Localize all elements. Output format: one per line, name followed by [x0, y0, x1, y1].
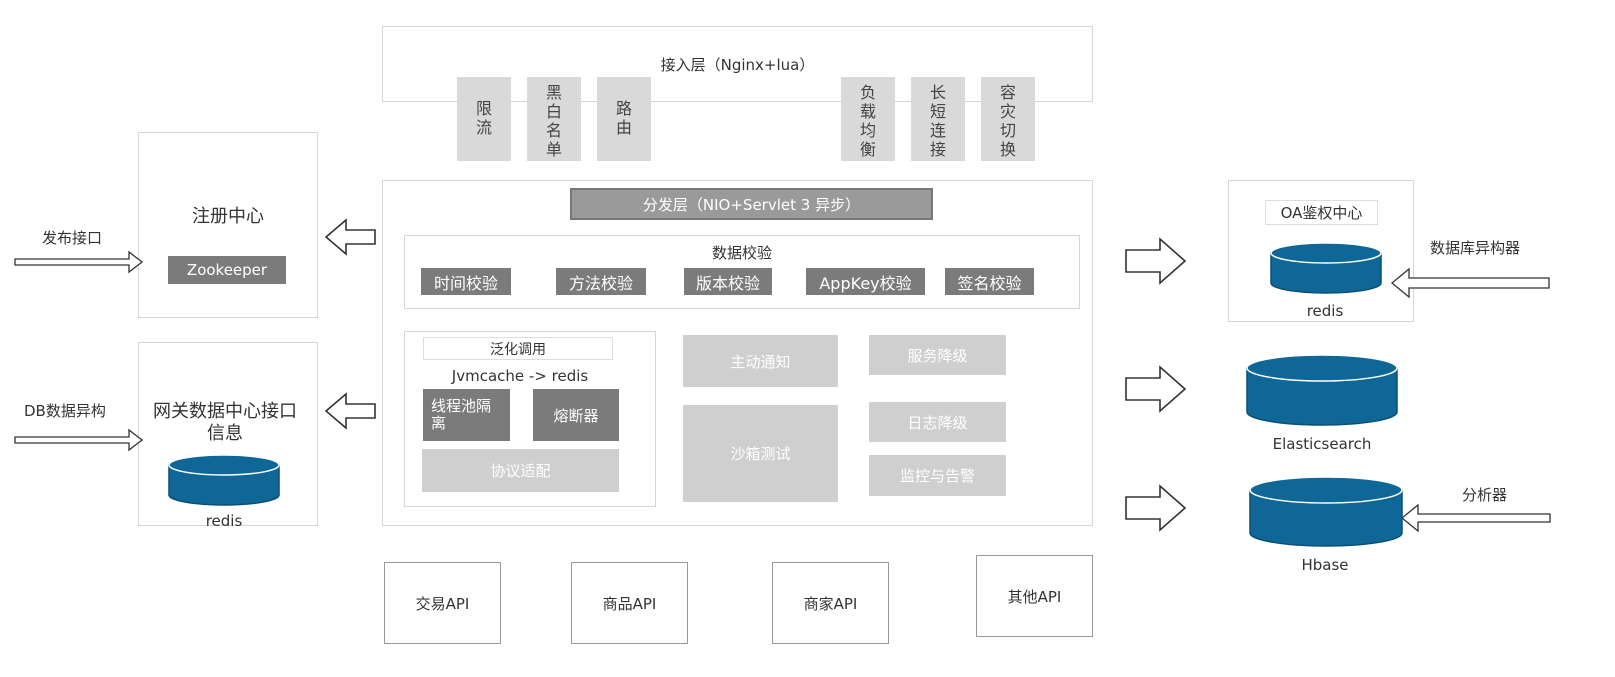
db-heterogeneous-label: DB数据异构 — [24, 402, 106, 420]
feature-label: 黑白名单 — [545, 83, 562, 159]
feature-label: 容灾切换 — [999, 83, 1016, 159]
analyzer-to-hbase-arrow — [1400, 503, 1551, 533]
thread-pool-isolation: 线程池隔离 — [423, 389, 510, 441]
feature-long-short-connection: 长短连接 — [911, 77, 965, 161]
generic-call-title: 泛化调用 — [423, 337, 613, 360]
merchant-api: 商家API — [772, 562, 889, 644]
gateway-redis-label: redis — [205, 512, 243, 530]
oa-redis-label: redis — [1306, 302, 1344, 320]
version-validation: 版本校验 — [684, 268, 772, 295]
dispatch-to-es-arrow — [1125, 365, 1187, 413]
jvmcache-label: Jvmcache -> redis — [451, 367, 589, 385]
hbase-cylinder — [1249, 476, 1403, 547]
other-api: 其他API — [976, 555, 1093, 637]
appkey-validation: AppKey校验 — [806, 268, 925, 295]
zookeeper-badge: Zookeeper — [168, 256, 286, 284]
data-validation-title: 数据校验 — [711, 244, 772, 262]
registry-title: 注册中心 — [192, 206, 264, 227]
trade-api: 交易API — [384, 562, 501, 644]
protocol-adapter: 协议适配 — [422, 449, 619, 492]
elasticsearch-cylinder — [1246, 354, 1398, 426]
dispatch-to-oa-arrow — [1125, 237, 1187, 285]
feature-rate-limit: 限流 — [457, 77, 511, 161]
monitor-alert: 监控与告警 — [869, 455, 1006, 496]
feature-label: 路由 — [615, 99, 632, 137]
db-tool-to-oa-arrow — [1390, 267, 1550, 299]
publish-interface-label: 发布接口 — [42, 229, 103, 247]
oa-auth-title: OA鉴权中心 — [1265, 200, 1378, 225]
feature-routing: 路由 — [597, 77, 651, 161]
log-degrade: 日志降级 — [869, 402, 1006, 442]
feature-disaster-switch: 容灾切换 — [981, 77, 1035, 161]
feature-label: 负载均衡 — [859, 83, 876, 159]
hbase-label: Hbase — [1301, 556, 1349, 574]
feature-load-balance: 负载均衡 — [841, 77, 895, 161]
dispatch-to-gateway-arrow — [324, 392, 376, 430]
elasticsearch-label: Elasticsearch — [1272, 435, 1372, 453]
registry-center — [138, 132, 318, 318]
dispatch-to-registry-arrow — [324, 218, 376, 256]
publish-interface-arrow — [14, 250, 144, 274]
oa-redis-cylinder — [1270, 242, 1382, 294]
sandbox-test: 沙箱测试 — [683, 405, 838, 502]
circuit-breaker: 熔断器 — [533, 389, 619, 441]
goods-api: 商品API — [571, 562, 688, 644]
db-heterogeneous-arrow — [14, 428, 144, 452]
gateway-data-title: 网关数据中心接口信息 — [153, 401, 297, 444]
dispatch-to-hbase-arrow — [1125, 484, 1187, 532]
analyzer-label: 分析器 — [1462, 486, 1508, 504]
time-validation: 时间校验 — [421, 268, 511, 295]
method-validation: 方法校验 — [556, 268, 646, 295]
signature-validation: 签名校验 — [945, 268, 1034, 295]
gateway-redis-cylinder — [168, 454, 280, 506]
feature-label: 限流 — [475, 99, 492, 137]
service-degrade: 服务降级 — [869, 335, 1006, 375]
feature-label: 长短连接 — [929, 83, 946, 159]
db-heterogeneous-tool-label: 数据库异构器 — [1430, 239, 1521, 257]
access-layer-title: 接入层（Nginx+lua） — [660, 56, 815, 74]
active-notify: 主动通知 — [683, 335, 838, 387]
dispatch-layer-title: 分发层（NIO+Servlet 3 异步） — [570, 188, 933, 220]
feature-black-white-list: 黑白名单 — [527, 77, 581, 161]
